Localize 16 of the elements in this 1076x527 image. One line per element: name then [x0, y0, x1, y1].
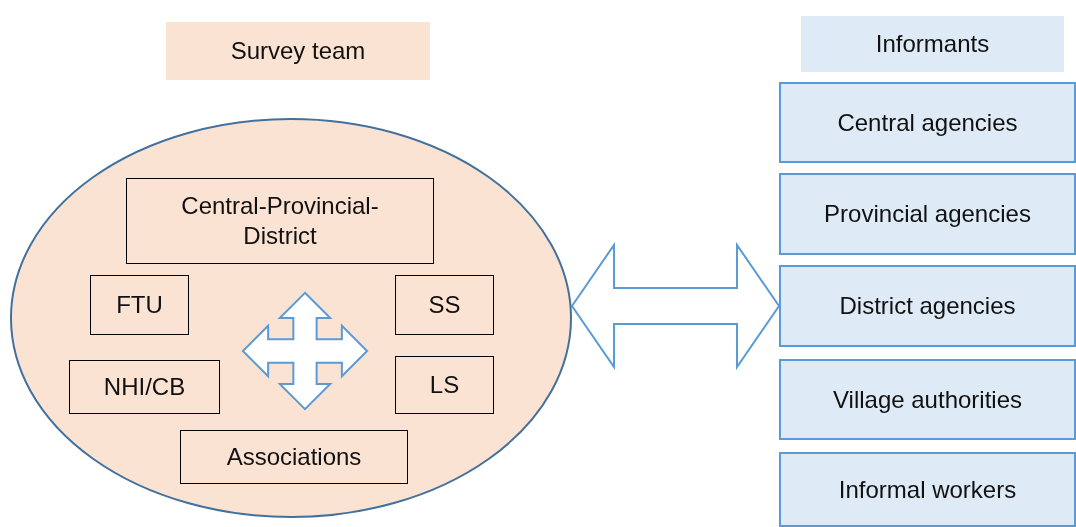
- ellipse-shape: [10, 118, 572, 518]
- four-way-arrow-icon: [241, 291, 369, 411]
- agency-box: District agencies: [779, 265, 1076, 347]
- double-arrow: [570, 241, 781, 371]
- unit-box: Associations: [180, 430, 408, 484]
- unit-box: Central-Provincial-District: [126, 178, 434, 264]
- unit-box: SS: [395, 275, 494, 335]
- agency-box: Informal workers: [779, 452, 1076, 527]
- agency-box: Provincial agencies: [779, 173, 1076, 255]
- agency-box: Central agencies: [779, 82, 1076, 163]
- agency-box: Village authorities: [779, 359, 1076, 440]
- unit-box: LS: [395, 356, 494, 414]
- heading-box: Informants: [801, 16, 1064, 72]
- unit-box: FTU: [90, 275, 189, 335]
- unit-box: NHI/CB: [69, 360, 220, 414]
- title-box: Survey team: [166, 22, 430, 80]
